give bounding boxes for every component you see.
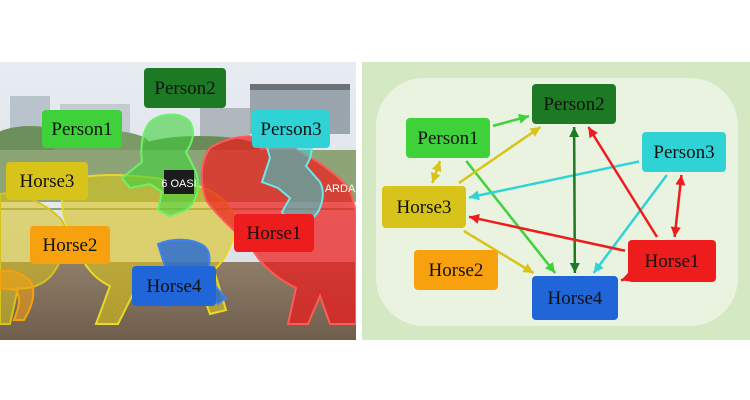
photo-label-horse2: Horse2 bbox=[30, 226, 110, 264]
graph-node-text: Horse2 bbox=[428, 259, 484, 281]
edge-person3-horse4 bbox=[592, 174, 668, 274]
segmented-photo-illustration: 6 OASI ARDA bbox=[0, 62, 356, 340]
graph-node-horse1: Horse1 bbox=[628, 240, 716, 282]
graph-node-text: Person3 bbox=[653, 141, 715, 163]
relation-graph-panel: Person2 Person1 Person3 Horse3 Horse2 Ho… bbox=[362, 62, 750, 340]
sign-text: ARDA bbox=[325, 183, 356, 195]
photo-label-horse4: Horse4 bbox=[132, 266, 216, 306]
graph-node-text: Horse4 bbox=[547, 287, 603, 309]
edge-horse3-horse4 bbox=[463, 229, 535, 275]
graph-node-horse4: Horse4 bbox=[532, 276, 618, 320]
graph-node-person2: Person2 bbox=[532, 84, 616, 124]
graph-node-person3: Person3 bbox=[642, 132, 726, 172]
photo-label-text: Horse4 bbox=[146, 275, 202, 297]
edge-layer bbox=[430, 113, 686, 282]
edge-arrowhead bbox=[670, 226, 681, 237]
edge-horse1-person3 bbox=[673, 174, 683, 238]
edge-arrowhead bbox=[675, 175, 686, 186]
edge-horse3-person2 bbox=[458, 125, 542, 185]
graph-node-text: Horse1 bbox=[644, 250, 700, 272]
edge-arrowhead bbox=[522, 263, 534, 273]
edge-person1-horse4 bbox=[465, 160, 557, 274]
photo-label-text: Person1 bbox=[51, 118, 113, 140]
edge-arrowhead bbox=[545, 262, 556, 273]
photo-label-person2: Person2 bbox=[144, 68, 226, 108]
edge-horse1-person2 bbox=[587, 126, 659, 238]
graph-node-person1: Person1 bbox=[406, 118, 490, 158]
edge-arrowhead bbox=[588, 127, 598, 139]
saddle-cloth bbox=[164, 170, 194, 194]
segmented-photo-panel: 6 OASI ARDA Person2 Person1 Person3 Hors… bbox=[0, 62, 356, 340]
graph-node-text: Horse3 bbox=[396, 196, 452, 218]
graph-node-horse3: Horse3 bbox=[382, 186, 466, 228]
edge-person3-horse3 bbox=[468, 160, 640, 199]
graph-node-text: Person1 bbox=[417, 127, 479, 149]
photo-label-horse3: Horse3 bbox=[6, 162, 88, 200]
edge-arrowhead bbox=[569, 262, 580, 273]
edge-arrowhead bbox=[469, 190, 480, 201]
edge-arrowhead bbox=[569, 127, 580, 138]
edge-arrowhead bbox=[529, 127, 541, 137]
edge-arrowhead bbox=[593, 261, 604, 273]
photo-label-text: Person2 bbox=[154, 77, 216, 99]
photo-label-text: Horse1 bbox=[246, 222, 302, 244]
edge-horse1-horse3 bbox=[468, 215, 626, 252]
edge-person2-horse4 bbox=[572, 126, 577, 274]
graph-node-text: Person2 bbox=[543, 93, 605, 115]
saddle-cloth-text: 6 OASI bbox=[161, 178, 196, 190]
edge-arrowhead bbox=[469, 214, 480, 224]
photo-label-person3: Person3 bbox=[252, 110, 330, 148]
edge-arrowhead bbox=[518, 113, 529, 124]
photo-label-text: Horse2 bbox=[42, 234, 98, 256]
photo-label-text: Horse3 bbox=[19, 170, 75, 192]
horse2-mask bbox=[0, 269, 35, 321]
photo-label-person1: Person1 bbox=[42, 110, 122, 148]
edge-arrowhead bbox=[431, 161, 442, 173]
photo-label-text: Person3 bbox=[260, 118, 322, 140]
edge-arrowhead bbox=[430, 171, 441, 183]
graph-node-horse2: Horse2 bbox=[414, 250, 498, 290]
photo-label-horse1: Horse1 bbox=[234, 214, 314, 252]
